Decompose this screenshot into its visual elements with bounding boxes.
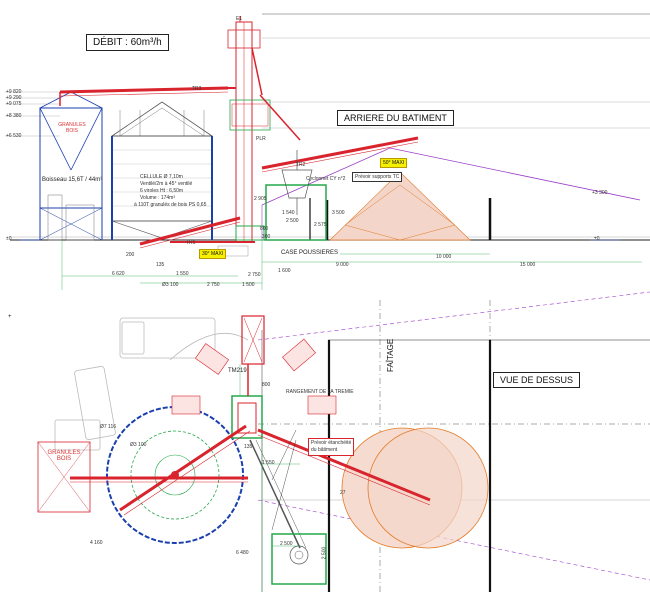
cellule-spec-0: CELLULE Ø 7,10m: [140, 174, 183, 180]
cyclone-box: [265, 150, 327, 241]
conveyor-tr2: [261, 136, 419, 173]
flow-rate-title: DÉBIT : 60m³/h: [86, 34, 169, 51]
plr-label: PLR: [256, 136, 266, 142]
cellule-spec-4: à 110T granulés de bois PS 0,65: [134, 202, 207, 208]
tr1-label: TR1: [186, 240, 196, 246]
dim-2575: 2 575: [314, 222, 327, 228]
tr3-label: TR3: [192, 86, 202, 92]
cellule-spec-3: Volume : 174m³: [140, 195, 176, 201]
dim-b-800: 800: [262, 382, 271, 388]
plan-view: [37, 291, 650, 592]
dim-2750: 2 750: [207, 282, 220, 288]
granules-label-bottom: GRANULES BOIS: [47, 450, 81, 462]
dim-1500: 1 500: [242, 282, 255, 288]
elevation-view: [5, 13, 650, 290]
bucket-elevator: [220, 16, 301, 243]
elev-9820: +9 820: [6, 89, 22, 95]
dim-b-1550: 1 550: [262, 460, 275, 466]
granule-pile: [329, 171, 471, 241]
vue-dessus-label: VUE DE DESSUS: [493, 372, 581, 388]
dim-1600: 1 600: [278, 268, 291, 274]
angle-50-tag: 50° MAXI: [380, 158, 408, 168]
dim-b-6480: 6 480: [236, 550, 249, 556]
ground-level-left: ±0: [6, 236, 12, 242]
prevoir-supports-label: Prévoir supports TC: [352, 172, 403, 182]
dim-10000: 10 000: [436, 254, 452, 260]
dim-9000: 9 000: [336, 262, 349, 268]
elev-6530: +6 530: [6, 133, 22, 139]
diameter-3100: Ø3 100: [130, 442, 147, 448]
prevoir-etancheite-box: Prévoir étanchéité du bâtiment: [308, 438, 355, 456]
cellule-spec-1: Ventilé/2m à 45° ventilé: [140, 181, 193, 187]
boisseau-hopper: [39, 91, 103, 241]
dim-1540: 1 540: [282, 210, 295, 216]
arriere-label: ARRIERE DU BATIMENT: [337, 110, 454, 126]
dim-135: 135: [156, 262, 165, 268]
pile-circle-2: [367, 427, 489, 549]
dim-1550: 1 550: [176, 271, 189, 277]
dim-b-27: 27: [340, 490, 346, 496]
truck-outline: [54, 317, 249, 451]
angle-30-tag: 30° MAXI: [199, 249, 227, 259]
dim-200: 200: [126, 252, 135, 258]
conveyor-tr1: [139, 216, 241, 249]
prevoir-etancheite-line-1: Prévoir étanchéité: [311, 440, 352, 446]
cy-label: Cyclonnet CY n°2: [306, 176, 346, 182]
elev-8380: +8 380: [6, 113, 22, 119]
dim-15000: 15 000: [520, 262, 536, 268]
conveyor-tr3: [59, 86, 229, 106]
faitage-label: FAÎTAGE: [386, 338, 395, 372]
rangement-label: RANGEMENT DE LA TREMIE: [286, 389, 354, 395]
ground-level-right: ±0: [594, 236, 600, 242]
dim-800: 800: [260, 226, 269, 232]
granules-label-top: GRANULES BOIS: [58, 122, 86, 134]
prevoir-etancheite-line-2: du bâtiment: [311, 447, 338, 453]
dim-2500: 2 500: [286, 218, 299, 224]
dim-300: 300: [262, 234, 271, 240]
dim-b-4160: 4 160: [90, 540, 103, 546]
dim-d3100: Ø3 100: [162, 282, 179, 288]
elev-9290: +9 290: [6, 95, 22, 101]
dim-b-2500b: 2 500: [321, 546, 328, 560]
e1-label: E1: [236, 16, 243, 22]
dim-3500: 3 500: [332, 210, 345, 216]
diameter-7116: Ø7 116: [100, 424, 117, 430]
dim-b-2500a: 2 500: [280, 541, 293, 547]
tr2-label: TR2: [296, 162, 306, 168]
dim-2750b: 2 750: [248, 272, 261, 278]
plus-marker: +: [8, 314, 12, 320]
case-poussieres-label: CASE POUSSIERES: [281, 250, 339, 256]
boisseau-label: Boisseau 15,6T / 44m³: [42, 177, 103, 183]
tm219-label: TM219: [228, 368, 247, 374]
silo-cell: [110, 101, 214, 240]
elev-3300: +3 300: [592, 190, 608, 196]
dim-b-135: 135: [244, 444, 253, 450]
elev-9075: +9 075: [6, 101, 22, 107]
dim-6620: 6 620: [112, 271, 125, 277]
cellule-spec-2: 6 viroles Ht : 6,50m: [140, 188, 184, 194]
dim-2905: 2 905: [254, 196, 267, 202]
